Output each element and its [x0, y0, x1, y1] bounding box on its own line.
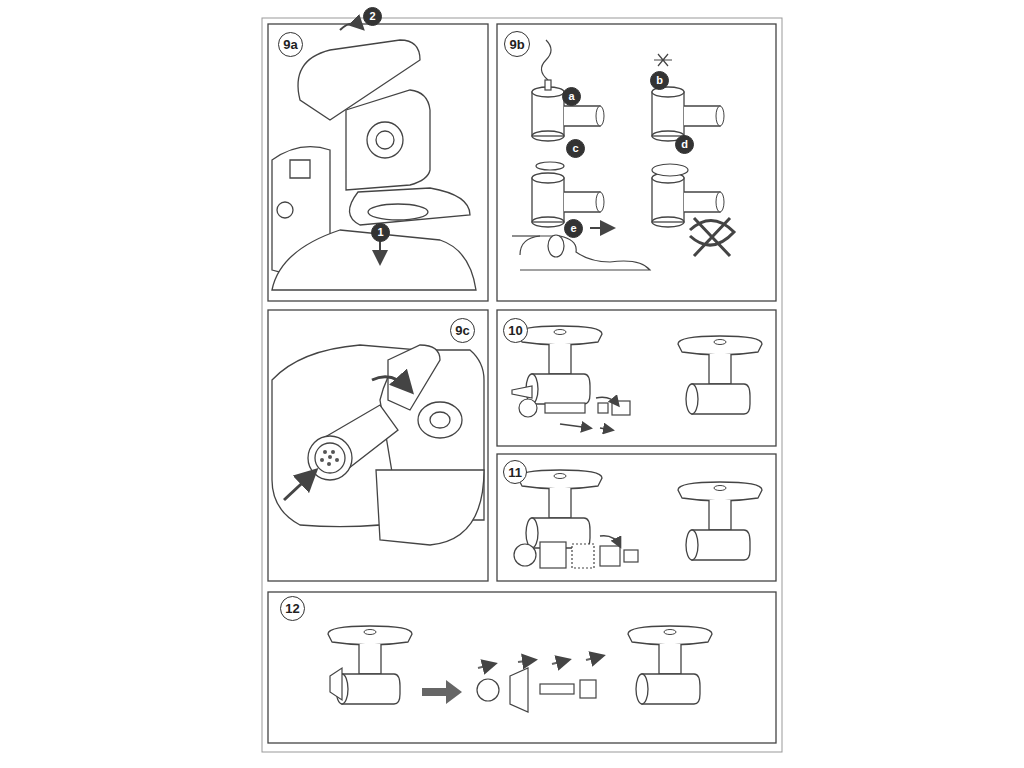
figure-number: 9c [450, 318, 475, 343]
step-marker: b [650, 71, 669, 90]
callout-number: 11 [508, 466, 522, 479]
step-marker: d [675, 135, 694, 154]
callout-number: 2 [369, 11, 375, 22]
figure-number: 9b [504, 31, 530, 57]
callout-number: e [570, 223, 576, 234]
figure-number: 12 [280, 596, 305, 621]
callout-number: 1 [377, 227, 383, 238]
callout-number: 12 [285, 602, 299, 615]
callout-number: d [681, 139, 688, 150]
step-marker: a [562, 87, 581, 106]
callout-number: 10 [508, 324, 522, 337]
step-marker: e [564, 219, 583, 238]
figure-number: 10 [503, 318, 528, 343]
callout-number: 9c [455, 324, 469, 337]
step-marker: 2 [363, 7, 382, 26]
step-marker: 1 [371, 223, 390, 242]
figure-number: 9a [278, 32, 303, 57]
step-marker: c [566, 139, 585, 158]
figure-number: 11 [503, 460, 527, 484]
callout-number: 9b [509, 38, 524, 51]
callout-number: a [568, 91, 574, 102]
callout-number: b [656, 75, 663, 86]
callout-number: c [572, 143, 578, 154]
callout-number: 9a [283, 38, 297, 51]
